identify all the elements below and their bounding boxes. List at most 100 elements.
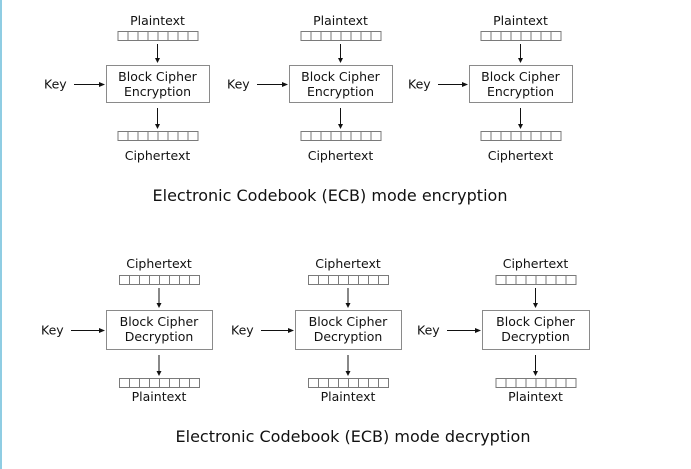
register-cell: [530, 131, 542, 141]
register-cell: [139, 378, 150, 388]
register-cell: [177, 31, 189, 41]
register-cell: [129, 378, 140, 388]
cipher-name-line2: Encryption: [307, 84, 374, 99]
register-cell: [137, 31, 149, 41]
register-cell: [550, 131, 562, 141]
arrow-down-icon: [338, 124, 343, 129]
register-cell: [358, 275, 369, 285]
input-label: Ciphertext: [315, 256, 381, 271]
register-cell: [187, 131, 199, 141]
register-cell: [330, 131, 342, 141]
register-cell: [310, 131, 322, 141]
register-cell: [179, 378, 190, 388]
register-cell: [360, 31, 372, 41]
register-cell: [320, 31, 332, 41]
block-cipher-box: [106, 310, 213, 350]
input-block-register: [300, 31, 382, 41]
input-label: Plaintext: [130, 13, 185, 28]
input-block-register: [495, 275, 577, 285]
arrow-right-icon: [282, 82, 288, 87]
key-label: Key: [227, 77, 250, 92]
register-cell: [318, 275, 329, 285]
output-label: Plaintext: [132, 389, 187, 404]
register-cell: [520, 31, 532, 41]
arrow-down-icon: [533, 371, 538, 376]
register-cell: [320, 131, 332, 141]
register-cell: [525, 378, 537, 388]
register-cell: [340, 131, 352, 141]
register-cell: [117, 31, 129, 41]
register-cell: [187, 31, 199, 41]
register-cell: [348, 378, 359, 388]
register-cell: [119, 275, 130, 285]
register-cell: [490, 131, 502, 141]
register-cell: [505, 275, 517, 285]
register-cell: [167, 31, 179, 41]
register-cell: [147, 31, 159, 41]
register-cell: [350, 31, 362, 41]
register-cell: [545, 378, 557, 388]
cipher-name-line1: Block Cipher: [301, 69, 381, 84]
register-cell: [338, 378, 349, 388]
register-cell: [515, 378, 527, 388]
register-cell: [340, 31, 352, 41]
output-label: Plaintext: [508, 389, 563, 404]
arrow-down-icon: [156, 303, 162, 308]
register-cell: [360, 131, 372, 141]
section-caption-decryption: Electronic Codebook (ECB) mode decryptio…: [176, 427, 531, 446]
register-cell: [555, 275, 567, 285]
register-cell: [127, 31, 139, 41]
arrow-down-icon: [533, 303, 538, 308]
cipher-name-line1: Block Cipher: [118, 69, 198, 84]
section-caption-encryption: Electronic Codebook (ECB) mode encryptio…: [153, 186, 508, 205]
arrow-down-icon: [156, 371, 162, 376]
left-border-accent: [0, 0, 2, 469]
output-label: Ciphertext: [125, 148, 191, 163]
register-cell: [328, 378, 339, 388]
register-cell: [525, 275, 537, 285]
register-cell: [169, 378, 180, 388]
register-cell: [540, 131, 552, 141]
register-cell: [370, 131, 382, 141]
register-cell: [550, 31, 562, 41]
arrow-down-icon: [345, 303, 351, 308]
input-block-register: [308, 275, 389, 285]
block-cipher-box: [106, 65, 210, 103]
input-block-register: [119, 275, 200, 285]
register-cell: [368, 275, 379, 285]
arrow-down-icon: [345, 371, 351, 376]
cipher-name-line1: Block Cipher: [309, 314, 389, 329]
register-cell: [378, 275, 389, 285]
block-cipher-box: [469, 65, 573, 103]
register-cell: [177, 131, 189, 141]
register-cell: [555, 378, 567, 388]
cipher-name-line1: Block Cipher: [120, 314, 200, 329]
arrow-right-icon: [475, 328, 481, 333]
register-cell: [149, 378, 160, 388]
arrow-down-icon: [155, 58, 160, 63]
register-cell: [350, 131, 362, 141]
block-cipher-box: [295, 310, 402, 350]
output-block-register: [117, 131, 199, 141]
register-cell: [157, 131, 169, 141]
register-cell: [159, 275, 170, 285]
register-cell: [358, 378, 369, 388]
register-cell: [495, 275, 507, 285]
register-cell: [565, 378, 577, 388]
register-cell: [167, 131, 179, 141]
register-cell: [300, 31, 312, 41]
register-cell: [310, 31, 322, 41]
output-block-register: [495, 378, 577, 388]
output-block-register: [308, 378, 389, 388]
register-cell: [119, 378, 130, 388]
cipher-name-line2: Encryption: [124, 84, 191, 99]
register-cell: [510, 131, 522, 141]
key-label: Key: [44, 77, 67, 92]
cipher-name-line2: Decryption: [501, 329, 570, 344]
register-cell: [338, 275, 349, 285]
register-cell: [490, 31, 502, 41]
output-label: Plaintext: [321, 389, 376, 404]
